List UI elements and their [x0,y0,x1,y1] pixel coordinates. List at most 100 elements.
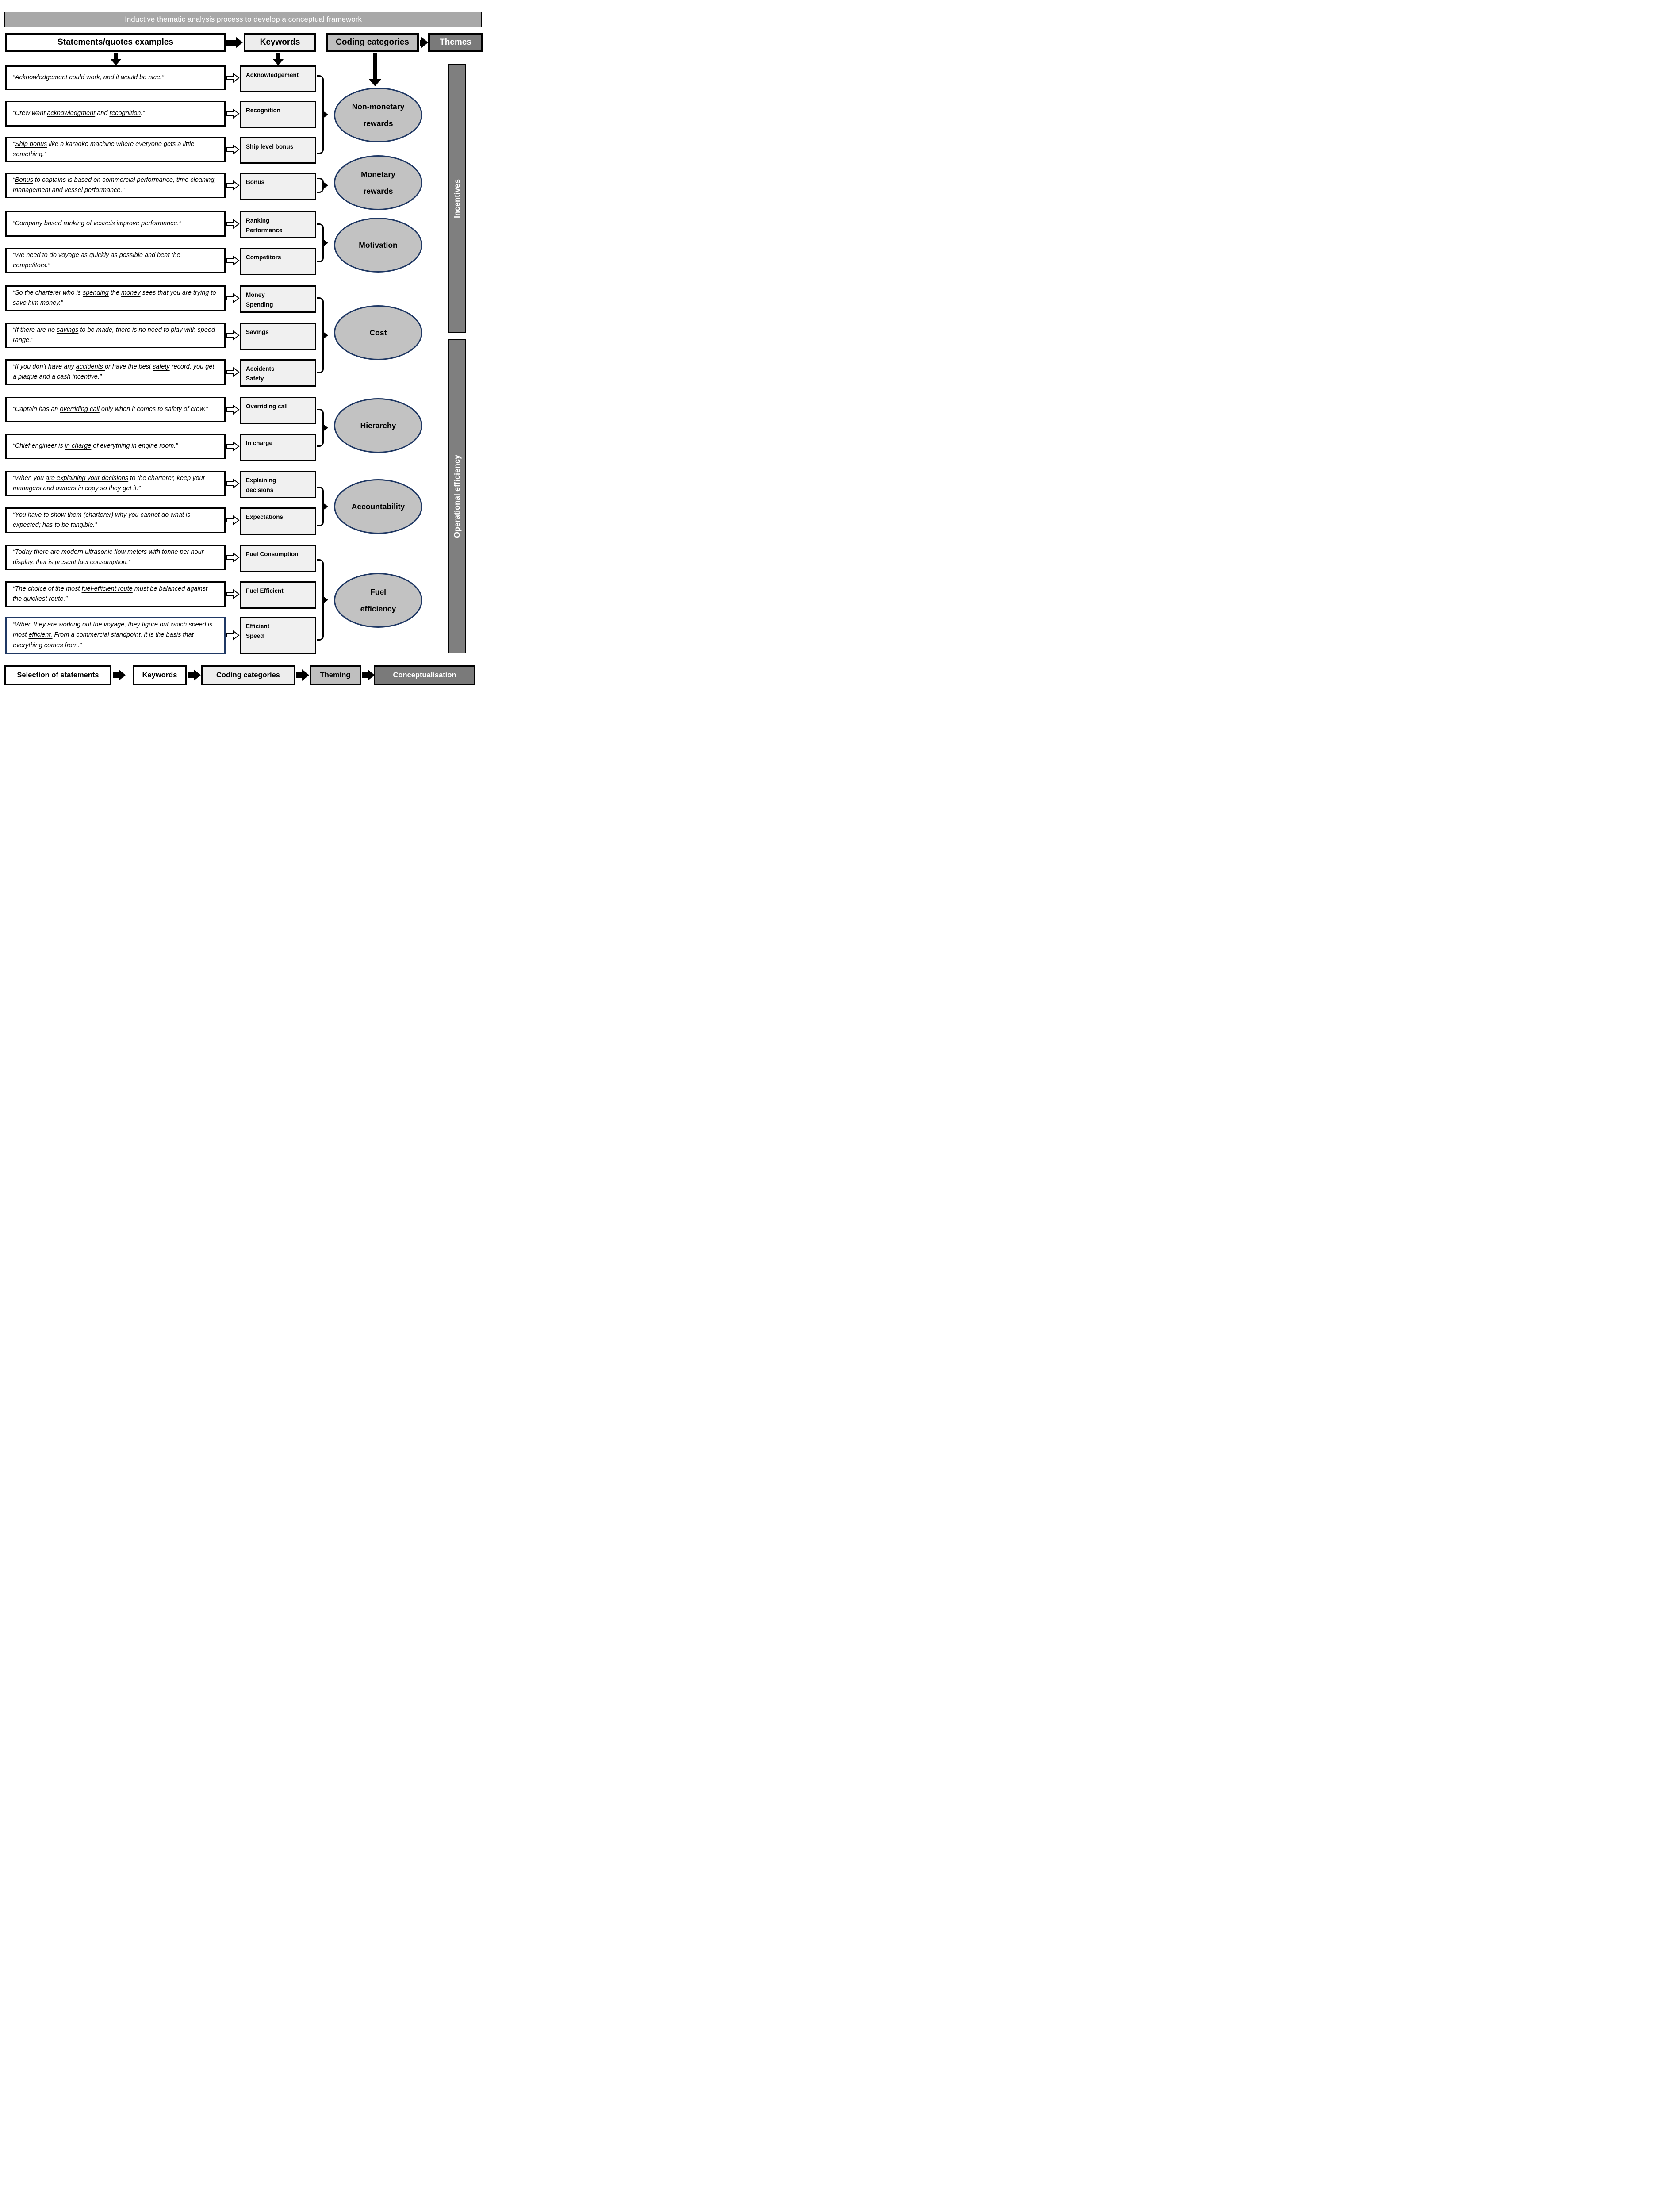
quote-text: “The choice of the most fuel-efficient r… [13,585,210,603]
category-ellipse-motivation: Motivation [334,218,422,273]
hollow-right-arrow-icon [226,72,240,84]
keyword-label: Explaining decisions [246,477,276,494]
quote-box: “Captain has an overriding call only whe… [5,397,226,422]
hollow-right-arrow-icon [226,144,240,155]
quote-text: “We need to do voyage as quickly as poss… [13,251,182,269]
quote-text: “Company based ranking of vessels improv… [13,220,181,227]
keyword-box: Overriding call [240,397,316,424]
footer-step-conceptualisation: Conceptualisation [374,665,475,685]
keyword-box: Ship level bonus [240,137,316,164]
keyword-label: Efficient Speed [246,623,270,640]
quote-box: “If there are no savings to be made, the… [5,323,226,348]
quote-text: “You have to show them (charterer) why y… [13,511,192,529]
hollow-right-arrow-icon [226,441,240,452]
keyword-box: Efficient Speed [240,617,316,654]
keyword-label: Fuel Efficient [246,588,284,594]
header-keywords: Keywords [244,33,316,52]
down-arrow-icon [368,53,382,86]
quote-box: “Chief engineer is in charge of everythi… [5,434,226,459]
header-coding-label: Coding categories [336,38,409,47]
keyword-box: Fuel Efficient [240,581,316,609]
quote-text: “Crew want acknowledgment and recognitio… [13,110,145,117]
keyword-box: Explaining decisions [240,471,316,498]
header-keywords-label: Keywords [260,38,300,47]
category-ellipse-hierarchy: Hierarchy [334,398,422,453]
brace-connector [317,409,324,447]
keyword-box: Recognition [240,101,316,128]
hollow-right-arrow-icon [226,404,240,415]
footer-step-keywords: Keywords [133,665,187,685]
banner: Inductive thematic analysis process to d… [4,12,482,27]
footer-step-selection: Selection of statements [4,665,111,685]
keyword-label: Recognition [246,107,280,114]
keyword-box: Ranking Performance [240,211,316,238]
right-arrow-icon [113,669,126,681]
category-ellipse-monetary-rewards: Monetary rewards [334,155,422,210]
quote-box: “So the charterer who is spending the mo… [5,285,226,311]
keyword-label: Overriding call [246,403,288,410]
header-statements-label: Statements/quotes examples [57,38,173,47]
brace-connector [317,223,324,262]
theme-bar-incentives: Incentives [448,64,466,333]
keyword-label: Savings [246,329,269,335]
hollow-right-arrow-icon [226,478,240,489]
quote-text: “Bonus to captains is based on commercia… [13,176,218,194]
keyword-label: In charge [246,440,273,446]
quote-text: “When you are explaining your decisions … [13,474,207,492]
right-arrow-icon [188,669,201,681]
quote-box: “Company based ranking of vessels improv… [5,211,226,237]
hollow-right-arrow-icon [226,180,240,191]
keyword-box: Acknowledgement [240,65,316,92]
keyword-label: Bonus [246,179,264,185]
category-ellipse-accountability: Accountability [334,479,422,534]
keyword-label: Ranking Performance [246,217,283,234]
header-coding-categories: Coding categories [326,33,419,52]
keyword-box: Competitors [240,248,316,275]
keyword-box: In charge [240,434,316,461]
keyword-box: Money Spending [240,285,316,313]
quote-text: “So the charterer who is spending the mo… [13,289,218,307]
brace-connector [317,75,324,154]
footer-step-theming: Theming [310,665,361,685]
banner-title: Inductive thematic analysis process to d… [125,15,362,23]
quote-box: “Ship bonus like a karaoke machine where… [5,137,226,162]
quote-box: “You have to show them (charterer) why y… [5,507,226,533]
quote-box: “Today there are modern ultrasonic flow … [5,545,226,570]
category-ellipse-fuel-efficiency: Fuel efficiency [334,573,422,628]
thematic-analysis-diagram: Inductive thematic analysis process to d… [0,0,487,691]
quote-box: “When you are explaining your decisions … [5,471,226,496]
keyword-label: Competitors [246,254,281,261]
right-arrow-icon [296,669,309,681]
keyword-box: Fuel Consumption [240,545,316,572]
keyword-label: Accidents Safety [246,365,275,382]
down-arrow-icon [111,53,121,65]
hollow-right-arrow-icon [226,515,240,526]
quote-box: “If you don’t have any accidents or have… [5,359,226,385]
right-arrow-icon [362,669,375,681]
keyword-box: Bonus [240,173,316,200]
brace-connector [317,178,324,193]
keyword-label: Ship level bonus [246,143,294,150]
quote-text: “Acknowledgement could work, and it woul… [13,74,164,81]
quote-text: “Chief engineer is in charge of everythi… [13,442,178,450]
header-statements: Statements/quotes examples [5,33,226,52]
right-arrow-icon [420,37,428,48]
keyword-label: Fuel Consumption [246,551,299,557]
hollow-right-arrow-icon [226,108,240,119]
quote-text: “Captain has an overriding call only whe… [13,406,208,413]
theme-bar-operational-efficiency: Operational efficiency [448,339,466,653]
quote-box: “The choice of the most fuel-efficient r… [5,581,226,607]
brace-connector [317,487,324,526]
category-ellipse-cost: Cost [334,305,422,360]
quote-text: “Today there are modern ultrasonic flow … [13,548,206,566]
keyword-box: Expectations [240,507,316,535]
keyword-label: Expectations [246,514,284,520]
quote-text: “If you don’t have any accidents or have… [13,363,216,380]
quote-box: “When they are working out the voyage, t… [5,617,226,654]
theme-bar-operational-label: Operational efficiency [452,454,462,538]
footer-step-coding-categories: Coding categories [201,665,295,685]
quote-box: “Crew want acknowledgment and recognitio… [5,101,226,127]
quote-box: “Acknowledgement could work, and it woul… [5,65,226,90]
quote-box: “We need to do voyage as quickly as poss… [5,248,226,273]
hollow-right-arrow-icon [226,218,240,230]
